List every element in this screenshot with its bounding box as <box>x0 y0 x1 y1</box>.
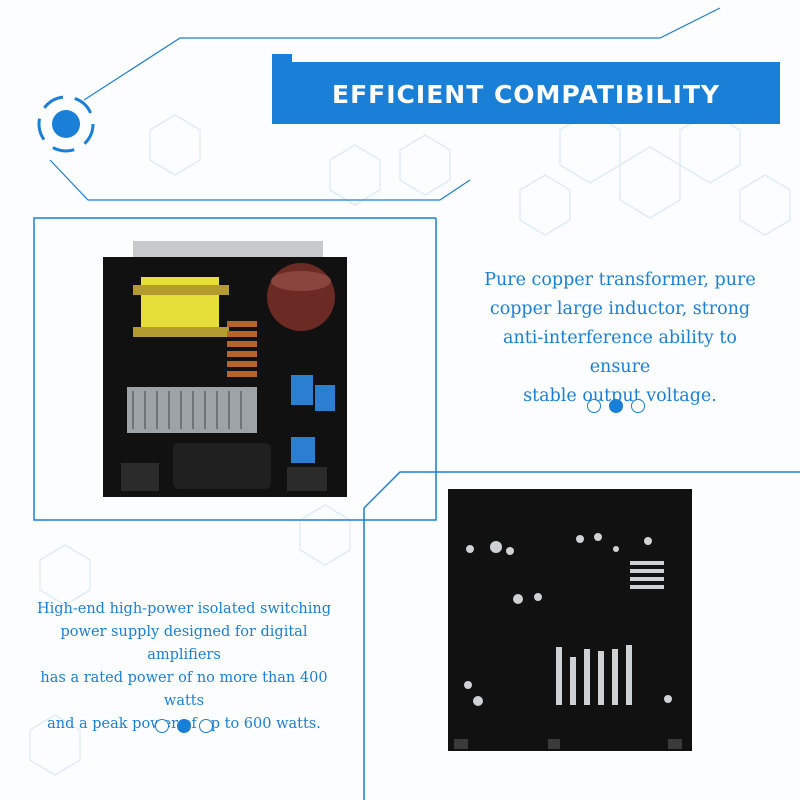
target-node-icon <box>37 95 95 153</box>
indicator-dot-active[interactable] <box>177 719 191 733</box>
caption-line: copper large inductor, strong <box>489 299 751 319</box>
indicator-dot[interactable] <box>587 399 601 413</box>
carousel-indicator-bottom <box>155 719 213 733</box>
caption-line: power supply designed for digital amplif… <box>60 624 308 663</box>
caption-line: anti-interference ability to ensure <box>503 328 737 377</box>
caption-line: stable output voltage. <box>523 386 717 406</box>
feature-caption-copper: Pure copper transformer, pure copper lar… <box>470 266 770 411</box>
title-banner: EFFICIENT COMPATIBILITY <box>272 62 780 124</box>
caption-line: High-end high-power isolated switching <box>36 601 332 617</box>
carousel-indicator-top <box>587 399 645 413</box>
banner-title: EFFICIENT COMPATIBILITY <box>332 80 720 109</box>
indicator-dot[interactable] <box>631 399 645 413</box>
indicator-dot[interactable] <box>199 719 213 733</box>
power-supply-board-top-icon <box>103 241 347 497</box>
power-supply-board-bottom-icon <box>448 489 692 751</box>
feature-caption-power: High-end high-power isolated switching p… <box>28 598 340 736</box>
indicator-dot[interactable] <box>155 719 169 733</box>
indicator-dot-active[interactable] <box>609 399 623 413</box>
caption-line: Pure copper transformer, pure <box>484 270 756 290</box>
caption-line: has a rated power of no more than 400 wa… <box>40 670 328 709</box>
